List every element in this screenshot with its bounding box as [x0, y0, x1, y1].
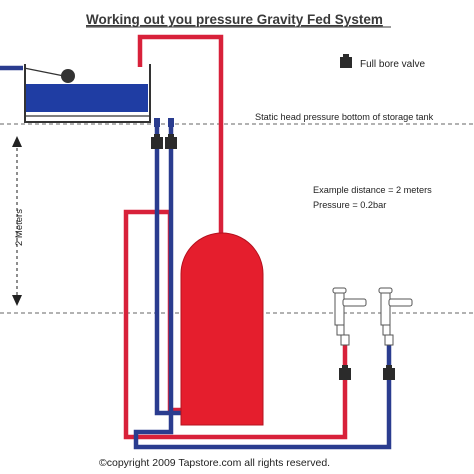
vertical-distance-label: 2 Meters	[14, 209, 25, 246]
copyright-text: ©copyright 2009 Tapstore.com all rights …	[99, 457, 330, 469]
lower-valve-right	[383, 365, 395, 380]
upper-valve-left	[151, 134, 163, 149]
tap-right	[378, 287, 413, 346]
cold-pipes	[0, 65, 392, 450]
example-distance-label: Example distance = 2 meters	[313, 185, 432, 195]
legend-label: Full bore valve	[360, 59, 425, 70]
legend-valve-icon	[340, 54, 352, 68]
distance-arrow	[12, 136, 22, 306]
tap-left	[332, 287, 367, 346]
hot-water-cylinder	[180, 232, 264, 426]
storage-tank	[24, 64, 174, 127]
lower-valve-left	[339, 365, 351, 380]
upper-valve-right	[165, 134, 177, 149]
diagram-title: Working out you pressure Gravity Fed Sys…	[86, 12, 383, 27]
float-valve	[23, 67, 75, 83]
pressure-label: Pressure = 0.2bar	[313, 200, 386, 210]
static-head-label: Static head pressure bottom of storage t…	[255, 112, 434, 122]
